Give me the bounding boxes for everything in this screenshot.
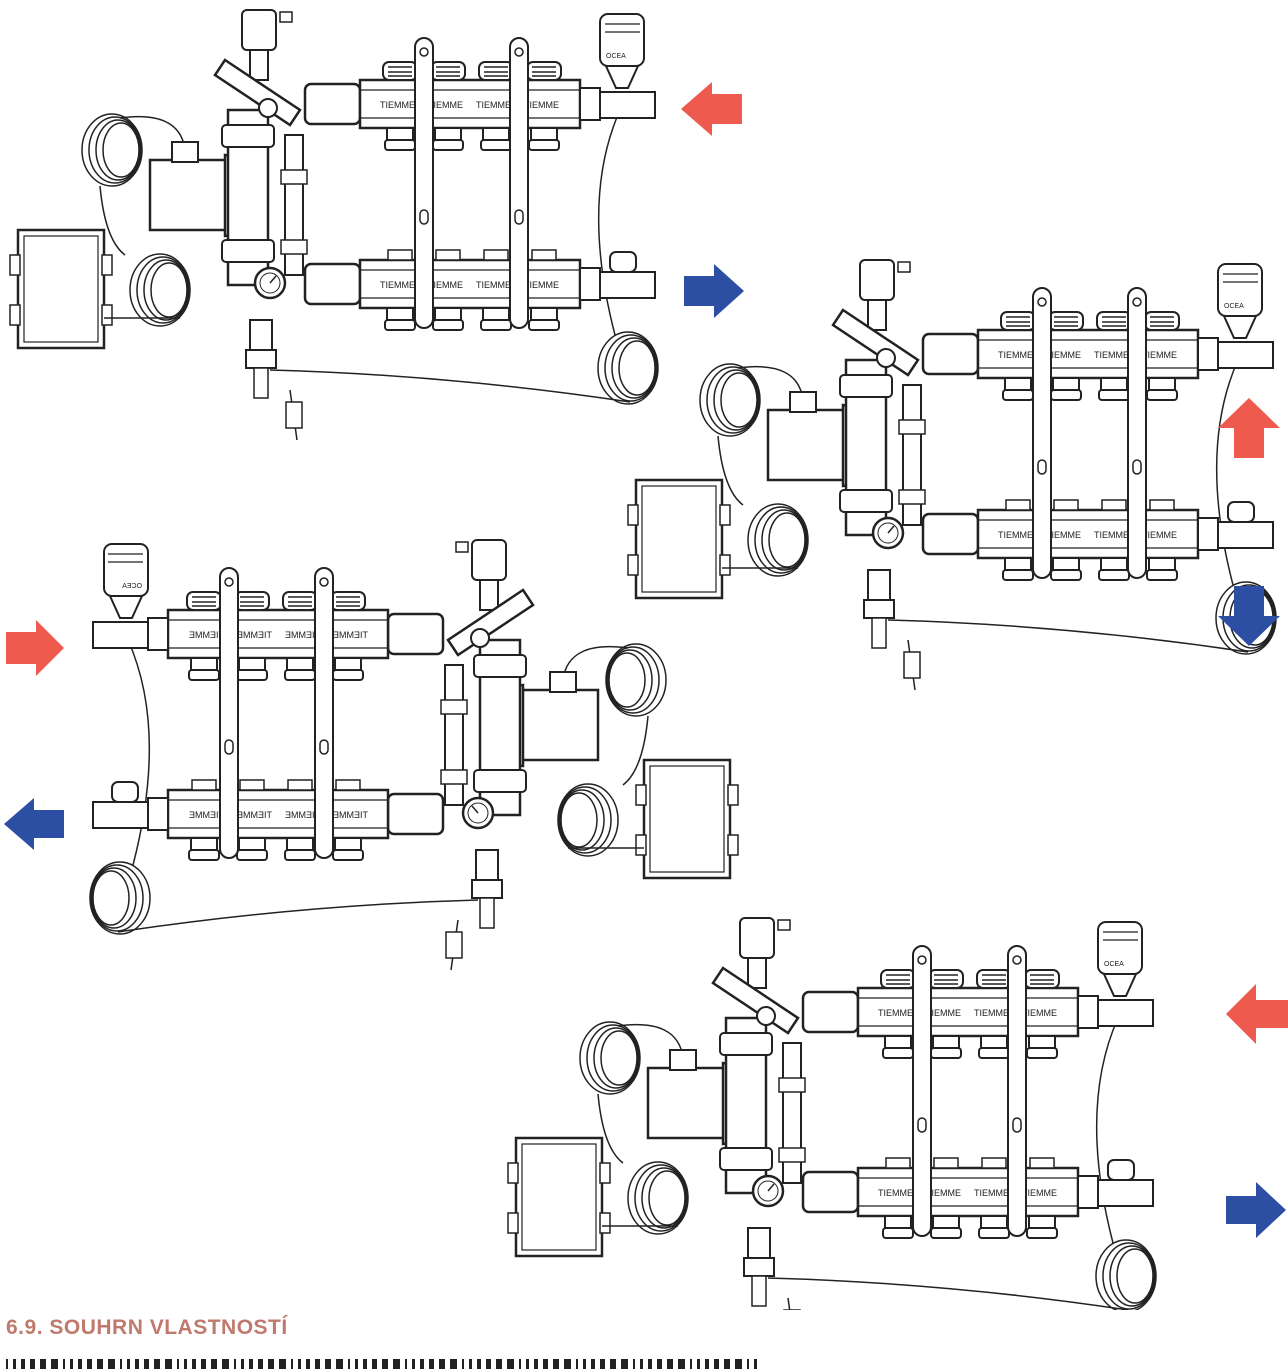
cut-off-text-line [6, 1350, 766, 1369]
variant-bottom-right [508, 918, 1156, 1310]
return-arrow-icon [1218, 586, 1280, 646]
variant-middle-right [628, 260, 1276, 690]
supply-arrow-icon [6, 620, 64, 676]
variant-top-left [10, 10, 658, 440]
supply-arrow-icon [1226, 984, 1288, 1044]
supply-arrow-icon [681, 82, 742, 136]
manifold-diagram: TIEMME TIEMME TIEMME TIEMME TIEMME TIEMM… [4, 0, 1288, 1310]
section-heading: 6.9. SOUHRN VLASTNOSTÍ [6, 1316, 288, 1339]
return-arrow-icon [684, 264, 744, 318]
variant-middle-left [90, 540, 738, 970]
return-arrow-icon [1226, 1182, 1286, 1238]
return-arrow-icon [4, 798, 64, 850]
supply-arrow-icon [1218, 398, 1280, 458]
